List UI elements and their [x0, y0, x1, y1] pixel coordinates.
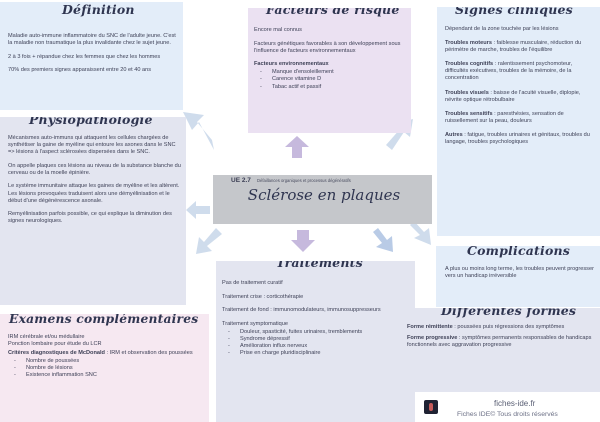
risk-env-label: Facteurs environnementaux [254, 61, 329, 68]
signs-title: Signes cliniques [455, 7, 573, 17]
definition-title: Définition [62, 2, 135, 17]
risk-paragraph-1: Encore mal connus [254, 27, 302, 33]
ue-code: UE 2.7 [231, 177, 251, 184]
physio-paragraph-1: Mécanismes auto-immuns qui attaquent les… [8, 135, 176, 156]
treat-paragraph-2: Traitement crise : corticothérapie [222, 293, 304, 300]
list-item: Amélioration influx nerveux [222, 343, 412, 350]
sign-label: Troubles visuels [445, 89, 489, 96]
comp-title: Complications [467, 246, 571, 258]
brand-logo [424, 400, 438, 414]
sign-item-sensory: Troubles sensitifs : paresthésies, sensa… [445, 111, 595, 125]
risk-title: Facteurs de risque [266, 8, 400, 17]
definition-paragraph-1: Maladie auto-immune inflammatoire du SNC… [8, 33, 176, 47]
signs-intro: Dépendant de la zone touchée par les lés… [445, 26, 559, 32]
exams-line-1: IRM cérébrale et/ou médullaire [8, 334, 85, 340]
risk-text: Encore mal connus Facteurs génétiques fa… [254, 27, 407, 91]
ue-subtitle: Défaillances organiques et processus dég… [257, 178, 351, 183]
treat-paragraph-3: Traitement de fond : immunomodulateurs, … [222, 307, 381, 314]
physio-text: Mécanismes auto-immuns qui attaquent les… [8, 135, 183, 232]
list-item: Carence vitamine D [254, 76, 407, 83]
sign-desc: : ralentissement psychomoteur, difficult… [445, 61, 573, 82]
exams-title: Examens complémentaires [9, 314, 199, 326]
exams-card: Examens complémentaires IRM cérébrale et… [0, 314, 209, 422]
complications-card: Complications A plus ou moins long terme… [436, 246, 600, 307]
arrow-to-exams [196, 228, 222, 254]
sign-item-other: Autres : fatigue, troubles urinaires et … [445, 132, 595, 146]
sign-item-cognitive: Troubles cognitifs : ralentissement psyc… [445, 61, 595, 82]
list-item: Nombre de poussées [8, 358, 204, 365]
forms-card: Différentes formes Forme rémittente : po… [401, 308, 600, 392]
treat-title: Traitements [276, 261, 363, 270]
list-item: Prise en charge pluridisciplinaire [222, 350, 412, 357]
exams-line-2: Ponction lombaire pour étude du LCR [8, 341, 102, 348]
forms-text: Forme rémittente : poussées puis régress… [407, 324, 596, 353]
form-item-remittent: Forme rémittente : poussées puis régress… [407, 324, 596, 331]
list-item: Manque d'ensoleillement [254, 69, 407, 76]
arrow-to-complications [373, 228, 393, 252]
footer-copyright: Fiches IDE© Tous droits réservés [457, 411, 558, 418]
list-item: Douleur, spasticité, fuites urinaires, t… [222, 329, 412, 336]
sign-item-visual: Troubles visuels : baisse de l'acuité vi… [445, 90, 595, 104]
physio-paragraph-2: On appelle plaques ces lésions au niveau… [8, 162, 181, 176]
sign-label: Autres [445, 131, 463, 138]
sign-label: Troubles cognitifs [445, 61, 494, 68]
sign-desc: : faiblesse musculaire, réduction du pér… [445, 40, 582, 54]
treat-paragraph-1: Pas de traitement curatif [222, 280, 283, 286]
form-desc: : poussées puis régressions des symptôme… [452, 324, 565, 330]
exams-text: IRM cérébrale et/ou médullaire Ponction … [8, 334, 204, 380]
form-label: Forme rémittente [407, 324, 453, 330]
sign-label: Troubles sensitifs [445, 110, 493, 117]
exams-criteria-label: Critères diagnostiques de McDonald [8, 350, 105, 357]
treatments-card: Traitements Pas de traitement curatif Tr… [216, 261, 415, 422]
comp-text: A plus ou moins long terme, les troubles… [445, 266, 594, 280]
exams-criteria-text: : IRM et observation des poussées [104, 350, 193, 357]
definition-paragraph-2: 2 à 3 fois + répandue chez les femmes qu… [8, 53, 161, 60]
physiopathology-card: Physiopathologie Mécanismes auto-immuns … [0, 117, 186, 305]
risk-env-list: Manque d'ensoleillement Carence vitamine… [254, 69, 407, 90]
list-item: Tabac actif et passif [254, 84, 407, 91]
treat-text: Pas de traitement curatif Traitement cri… [222, 280, 412, 357]
signs-text: Dépendant de la zone touchée par les lés… [445, 26, 595, 153]
physio-paragraph-4: Remyélinisation parfois possible, ce qui… [8, 211, 172, 225]
list-item: Nombre de lésions [8, 365, 204, 372]
treat-paragraph-4: Traitement symptomatique [222, 320, 289, 327]
list-item: Existence inflammation SNC [8, 372, 204, 379]
forms-title: Différentes formes [441, 308, 577, 318]
form-item-progressive: Forme progressive : symptômes permanents… [407, 335, 596, 349]
risk-paragraph-2: Facteurs génétiques favorables à son dév… [254, 40, 401, 54]
exams-list: Nombre de poussées Nombre de lésions Exi… [8, 358, 204, 379]
risk-factors-card: Facteurs de risque Encore mal connus Fac… [248, 8, 411, 133]
list-item: Syndrome dépressif [222, 336, 412, 343]
arrow-to-right [410, 221, 431, 245]
treat-list: Douleur, spasticité, fuites urinaires, t… [222, 329, 412, 357]
definition-text: Maladie auto-immune inflammatoire du SNC… [8, 33, 178, 81]
sign-desc: : baisse de l'acuité visuelle, diplopie,… [445, 89, 581, 103]
arrow-to-definition [183, 112, 214, 150]
form-label: Forme progressive [407, 335, 458, 342]
arrow-to-physio [186, 201, 210, 219]
definition-card: Définition Maladie auto-immune inflammat… [0, 2, 183, 110]
sign-desc: : paresthésies, sensation de ruisselleme… [445, 110, 564, 124]
sign-desc: : fatigue, troubles urinaires et génitau… [445, 131, 590, 146]
physio-paragraph-3: Le système immunitaire attaque les gaine… [8, 183, 180, 204]
arrow-to-risk [285, 136, 309, 158]
exams-criteria: Critères diagnostiques de McDonald : IRM… [8, 350, 204, 357]
main-title-banner: UE 2.7 Défaillances organiques et proces… [213, 175, 432, 224]
sign-label: Troubles moteurs [445, 40, 492, 47]
arrow-to-treat [291, 230, 315, 252]
page-title: Sclérose en plaques [247, 186, 401, 204]
sign-item-motor: Troubles moteurs : faiblesse musculaire,… [445, 40, 595, 54]
form-desc: : symptômes permanents responsables de h… [407, 335, 592, 349]
footer-site-link[interactable]: fiches-ide.fr [494, 399, 536, 408]
definition-paragraph-3: 70% des premiers signes apparaissent ent… [8, 67, 152, 74]
physio-title: Physiopathologie [29, 117, 153, 127]
clinical-signs-card: Signes cliniques Dépendant de la zone to… [437, 7, 600, 236]
